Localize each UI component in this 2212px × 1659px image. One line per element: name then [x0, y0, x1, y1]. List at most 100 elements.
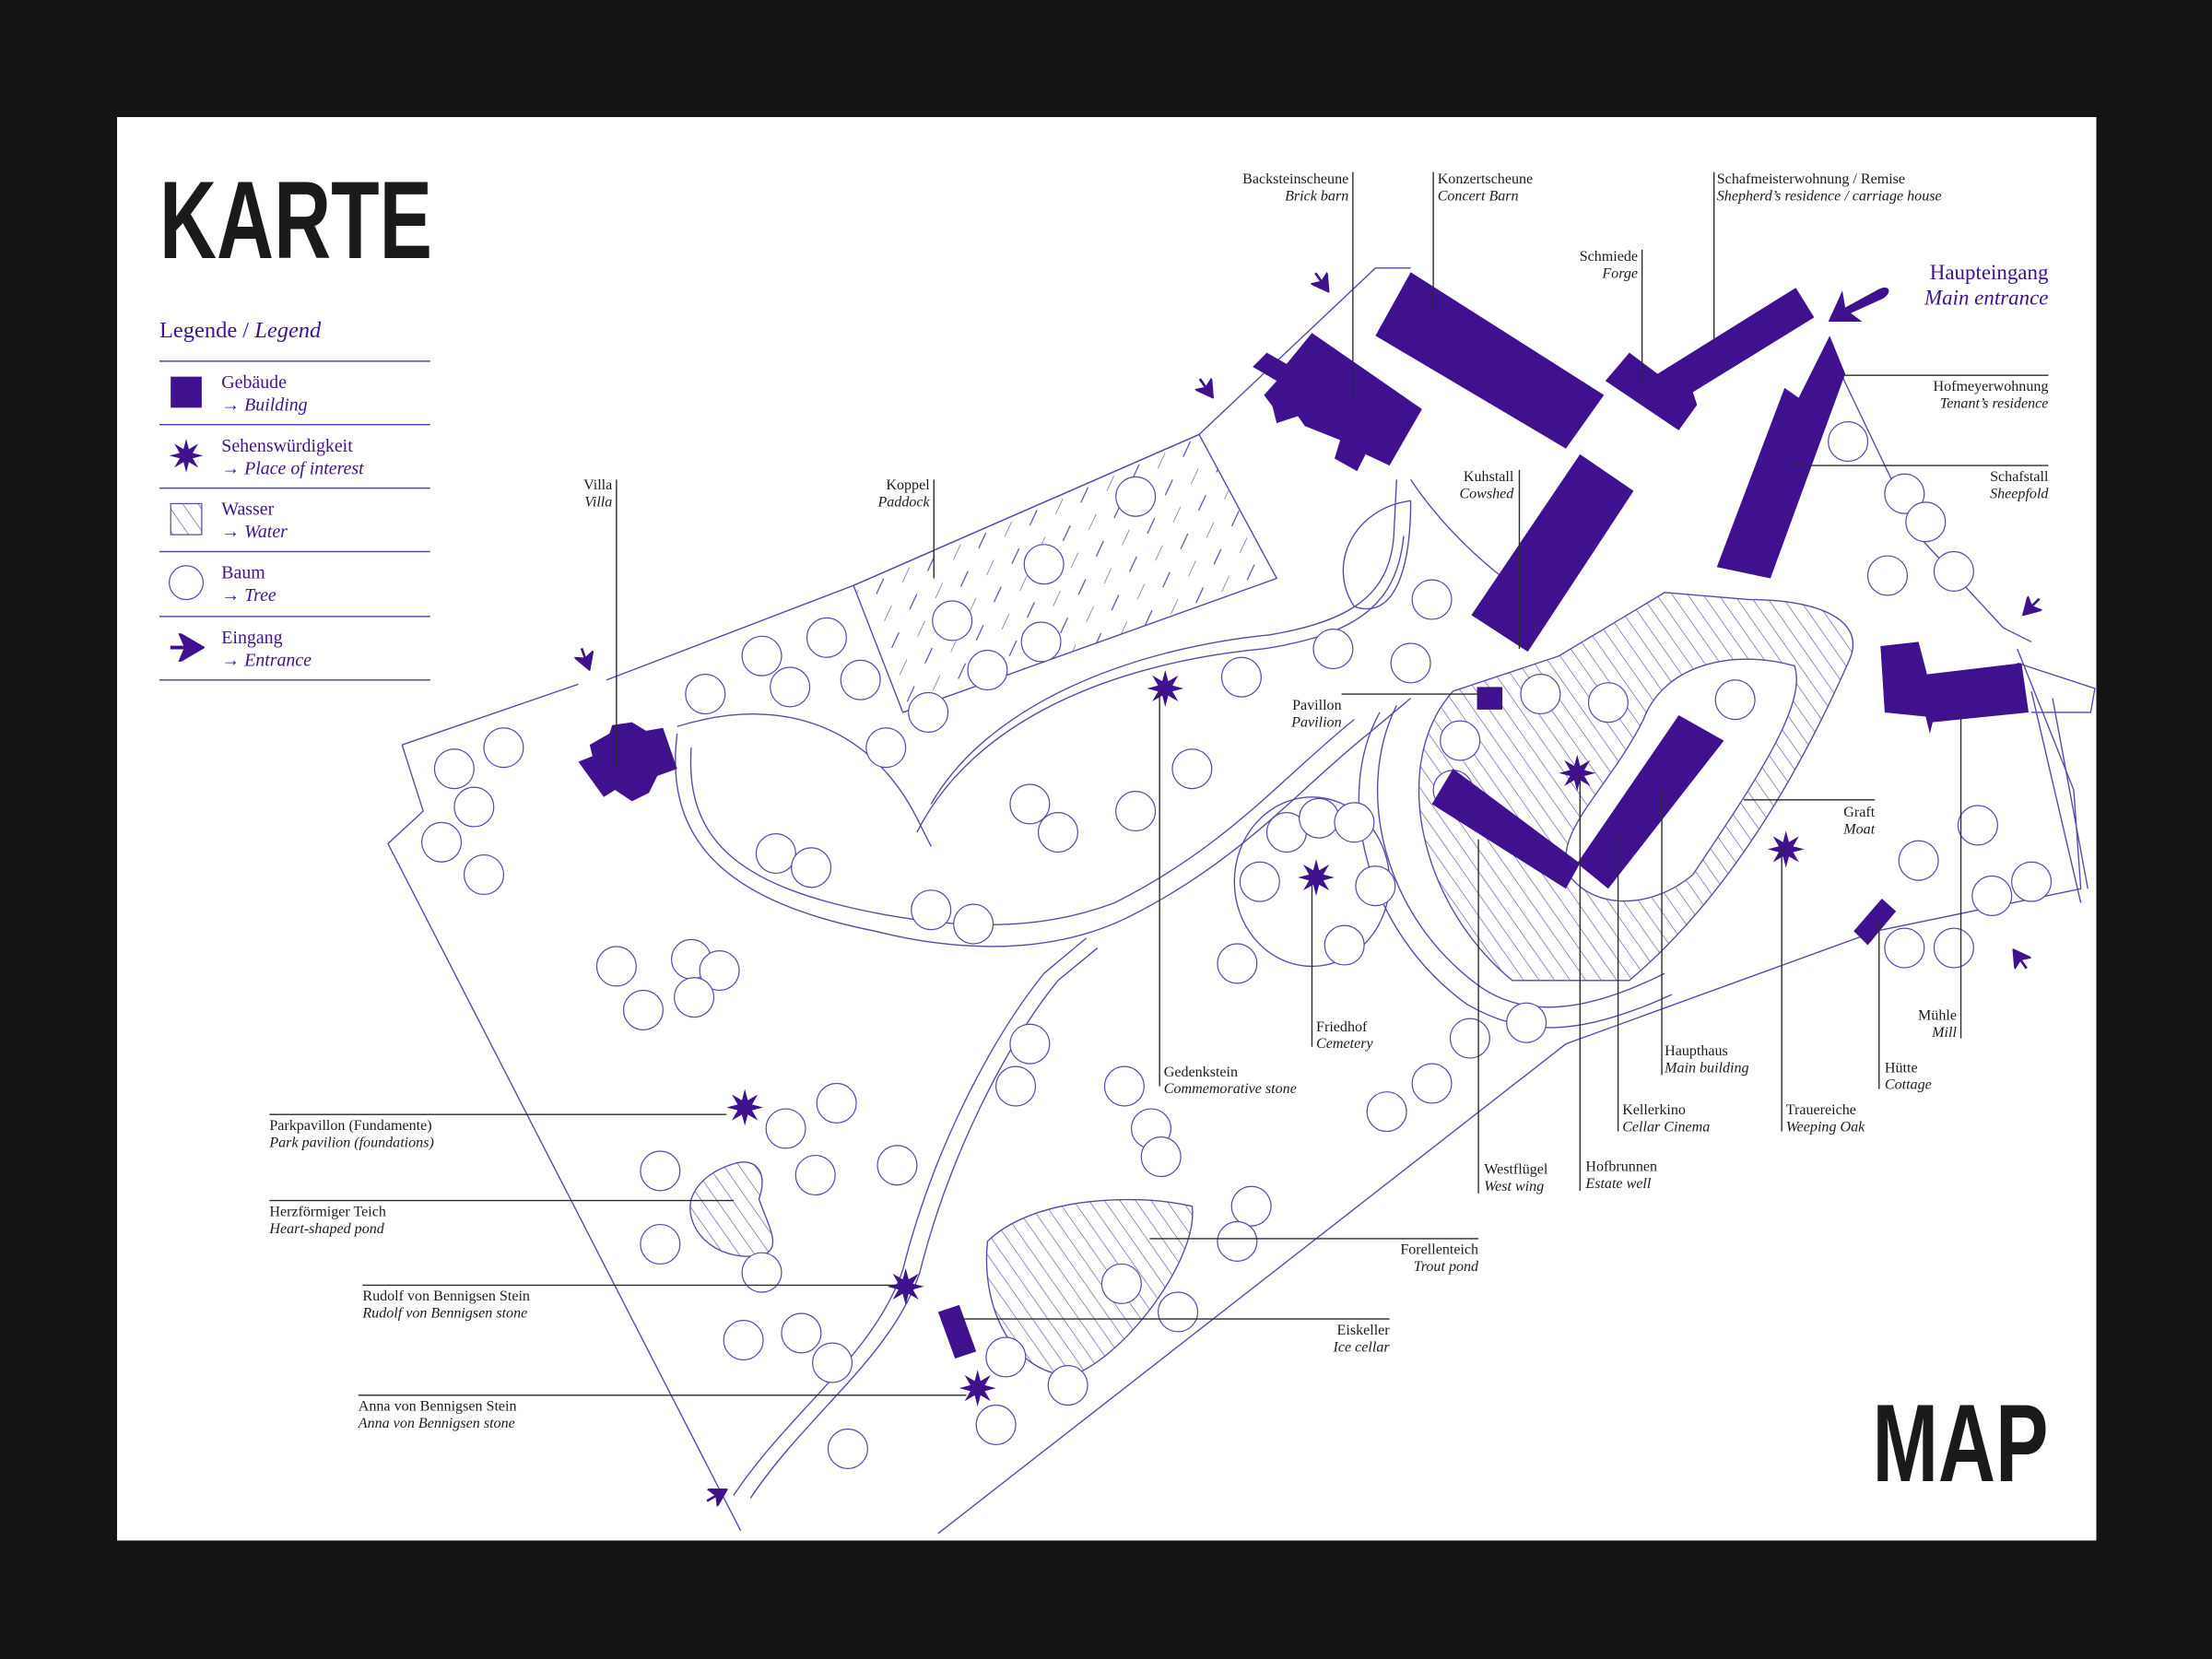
tree-icon [421, 821, 463, 863]
tree-icon [1023, 544, 1065, 585]
tree-icon [483, 727, 524, 769]
tree-icon [791, 847, 832, 888]
label-en: Cellar Cinema [1622, 1120, 1710, 1135]
tree-icon [1828, 421, 1869, 463]
tree-icon [453, 786, 495, 828]
label-de: Mühle [1918, 1008, 1957, 1024]
star-icon[interactable] [1559, 754, 1596, 792]
label-en: Cottage [1885, 1077, 1932, 1093]
label-de: Gedenkstein [1164, 1065, 1238, 1080]
tree-icon [2011, 861, 2053, 902]
label-en: Sheepfold [1990, 486, 2049, 501]
label-de: Hütte [1885, 1060, 1918, 1076]
tree-icon [1037, 812, 1078, 853]
label-de: Hofmeyerwohnung [1934, 379, 2049, 394]
building-cowshed[interactable] [1471, 453, 1634, 653]
building-mill[interactable] [1880, 641, 2030, 734]
building-pavilion[interactable] [1477, 687, 1503, 710]
tree-icon [1366, 1091, 1407, 1133]
tree-icon [985, 1336, 1027, 1378]
label-en: Park pavilion (foundations) [268, 1135, 433, 1150]
tree-icon [1714, 679, 1756, 721]
tree-icon [794, 1154, 836, 1196]
tree-icon [1506, 1002, 1547, 1043]
svg-text:Legende / Legend: Legende / Legend [159, 318, 322, 343]
tree-icon [1884, 927, 1925, 969]
tree-icon [1933, 550, 1974, 592]
label-de: Haupthaus [1665, 1043, 1728, 1059]
building-forge-remise[interactable] [1605, 288, 1815, 430]
tree-icon [781, 1312, 822, 1354]
star-icon[interactable] [1767, 830, 1805, 868]
tree-icon [975, 1404, 1017, 1445]
star-icon[interactable] [1147, 670, 1184, 707]
legend-item-tree: Baum→ Tree [169, 563, 276, 606]
hatched-water-icon [170, 502, 203, 535]
label-de: Kuhstall [1464, 469, 1514, 485]
tree-icon [1324, 924, 1365, 966]
tree-icon [953, 903, 994, 945]
tree-icon [932, 600, 973, 641]
building-sheepfold[interactable] [1716, 335, 1846, 579]
tree-icon [595, 946, 637, 987]
building-concert-barn[interactable] [1375, 272, 1605, 449]
label-en: Main building [1664, 1060, 1748, 1076]
label-en: Pavilion [1290, 714, 1341, 730]
tree-icon [1100, 1263, 1142, 1304]
tree-icon [967, 650, 1008, 691]
label-de: Rudolf von Bennigsen Stein [362, 1288, 530, 1304]
building-brick-barn[interactable] [1253, 333, 1422, 472]
tree-icon [1957, 805, 1998, 846]
tree-icon [1217, 943, 1258, 984]
tree-icon [1449, 1018, 1490, 1059]
label-en: Tenant’s residence [1940, 395, 2049, 411]
label-en: Concert Barn [1438, 188, 1519, 204]
star-icon[interactable] [887, 1268, 924, 1305]
trees [421, 421, 2053, 1469]
building-cottage[interactable] [1853, 899, 1897, 946]
label-en: Shepherd’s residence / carriage house [1717, 188, 1942, 204]
tree-icon [865, 727, 907, 769]
tree-icon [1158, 1291, 1199, 1333]
tree-icon [1411, 579, 1453, 620]
tree-icon [827, 1428, 868, 1469]
tree-icon [1587, 682, 1629, 724]
main-entrance[interactable]: Haupteingang Main entrance [1828, 261, 2049, 322]
star-icon[interactable] [959, 1370, 996, 1407]
star-icon[interactable] [1298, 859, 1335, 896]
star-icon[interactable] [726, 1088, 764, 1126]
building-ice-cellar[interactable] [937, 1304, 977, 1359]
legend: Legende / Legend Gebäude→ BuildingSehens… [159, 318, 430, 681]
building-villa[interactable] [578, 722, 677, 802]
building-main-house[interactable] [1577, 715, 1724, 889]
building-main-house-west-wing[interactable] [1431, 769, 1581, 889]
label-de: Schmiede [1580, 249, 1638, 265]
map-label[interactable]: Parkpavillon (Fundamente)Park pavilion (… [268, 1113, 727, 1150]
legend-label-de: Gebäude [221, 372, 287, 393]
